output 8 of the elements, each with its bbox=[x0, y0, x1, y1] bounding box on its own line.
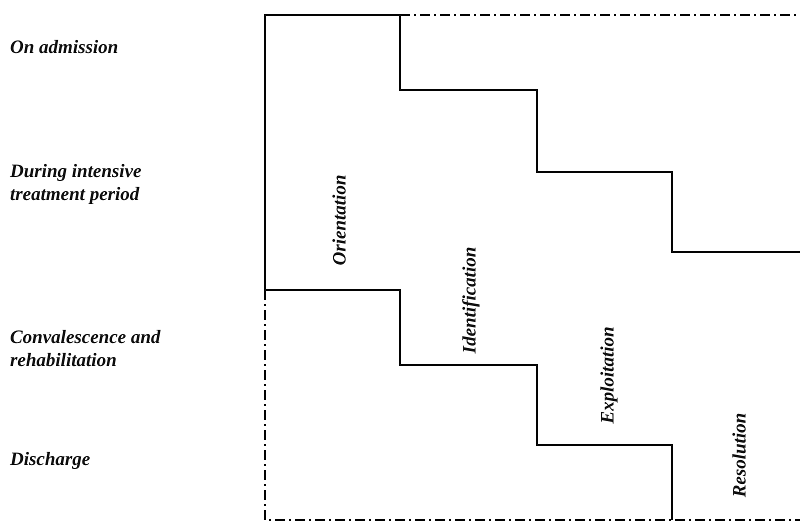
phase-label: Exploitation bbox=[596, 326, 620, 424]
stage-label: On admission bbox=[10, 36, 120, 59]
phase-label: Identification bbox=[458, 246, 482, 354]
phase-label: Orientation bbox=[328, 174, 352, 266]
stage-label: Convalescence and rehabilitation bbox=[10, 326, 162, 372]
phase-label: Resolution bbox=[728, 412, 752, 498]
stage-label: Discharge bbox=[10, 448, 92, 471]
stage-label: During intensive treatment period bbox=[10, 160, 142, 206]
